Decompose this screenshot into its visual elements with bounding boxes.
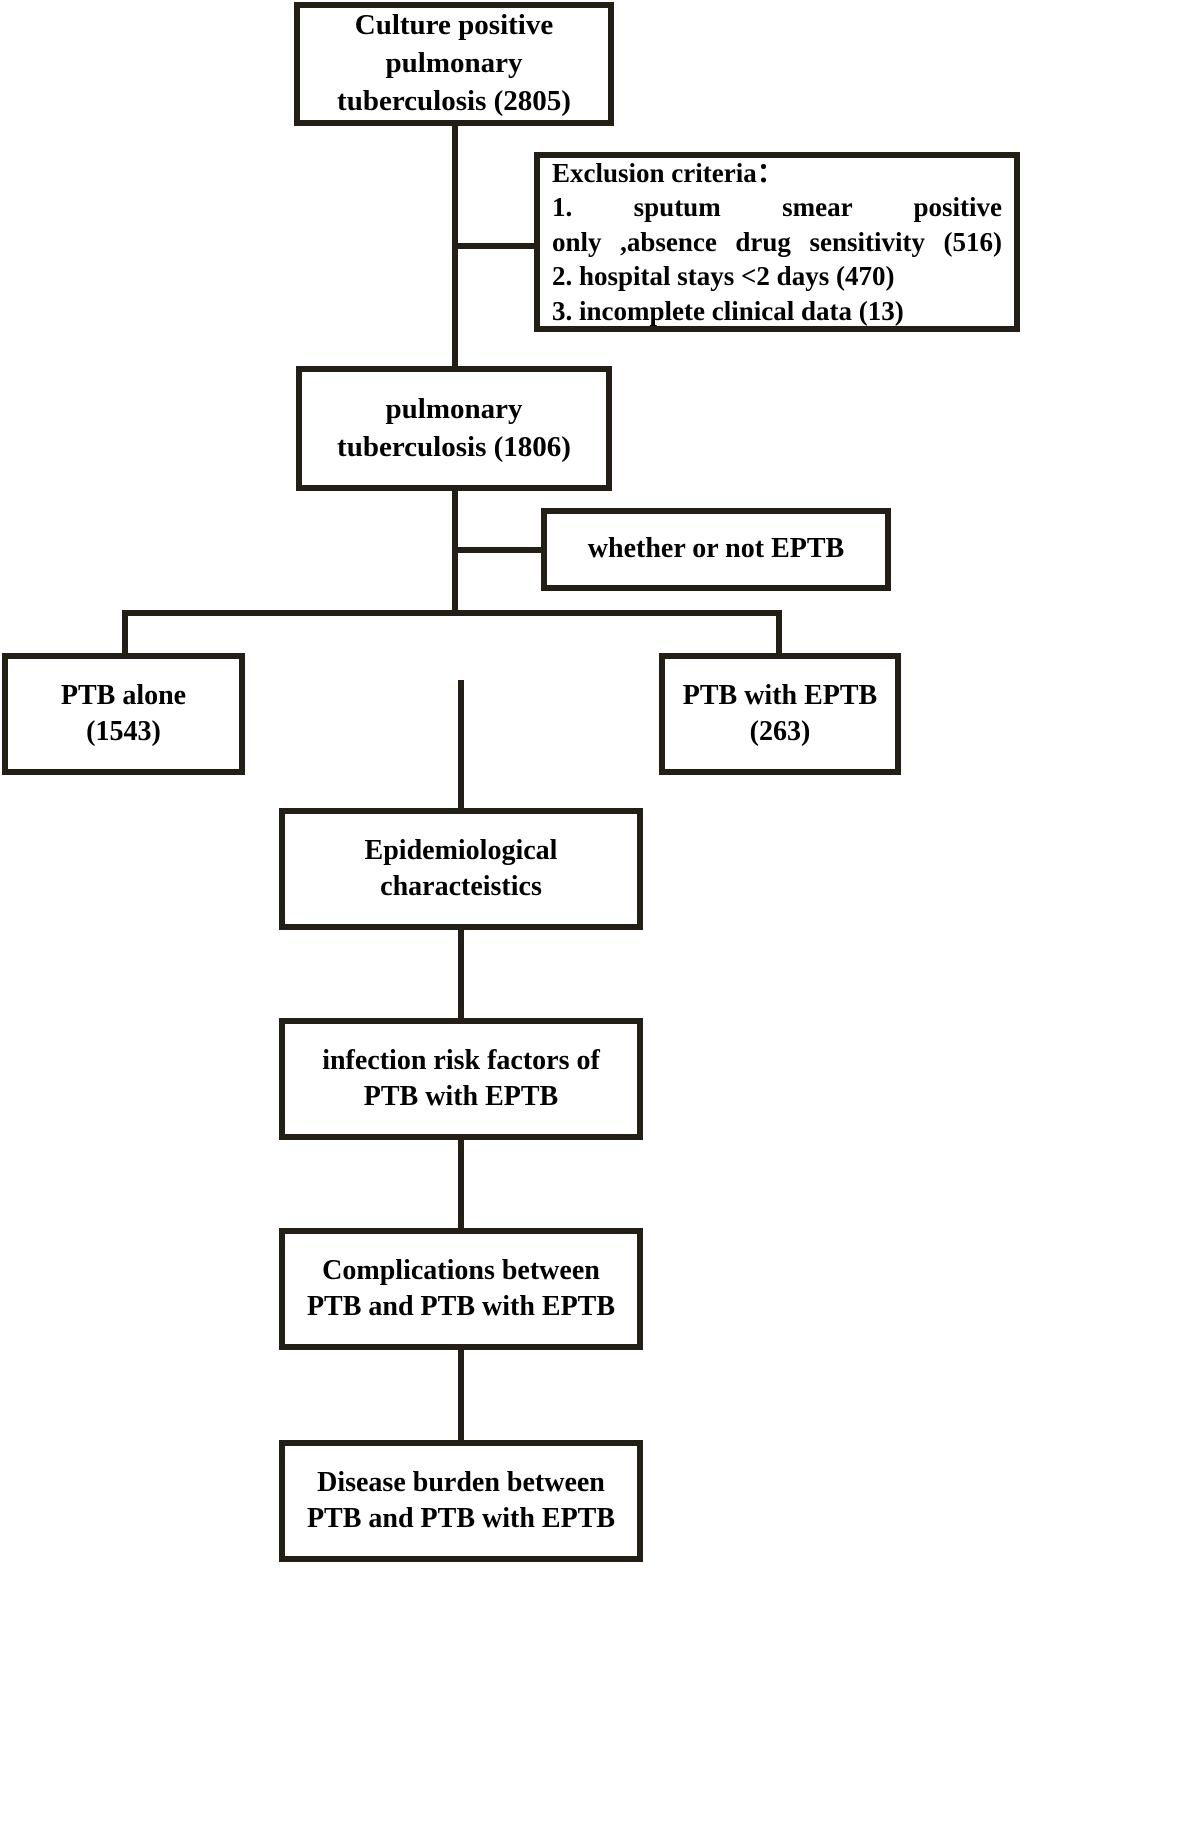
disease-burden-box: Disease burden between PTB and PTB with … (279, 1440, 643, 1562)
exclusion-criteria-line-2: only ,absence drug sensitivity (516) (552, 226, 1002, 257)
connector-branch-to-ptb-alone (122, 610, 128, 656)
connector-branch-to-ptb-with-eptb (776, 610, 782, 656)
complications-line-1: Complications between (322, 1254, 600, 1286)
culture-positive-box: Culture positive pulmonary tuberculosis … (294, 2, 614, 126)
exclusion-criteria-heading: Exclusion criteria： (552, 157, 784, 188)
exclusion-criteria-box: Exclusion criteria： 1. sputum smear posi… (534, 152, 1020, 332)
culture-positive-line-2: pulmonary (385, 47, 523, 80)
disease-burden-line-1: Disease burden between (317, 1466, 605, 1498)
complications-line-2: PTB and PTB with EPTB (306, 1291, 616, 1322)
disease-burden-line-2: PTB and PTB with EPTB (306, 1503, 616, 1534)
connector-epidemiological-to-risk-factors (458, 928, 464, 1020)
connector-to-whether-eptb (452, 547, 544, 553)
ptb-alone-box: PTB alone (1543) (2, 653, 245, 775)
epidemiological-characteistics-box: Epidemiological characteistics (279, 808, 643, 930)
pulmonary-tuberculosis-line-2: tuberculosis (1806) (337, 430, 571, 463)
whether-or-not-eptb-box: whether or not EPTB (541, 508, 891, 591)
exclusion-criteria-line-1: 1. sputum smear positive (552, 192, 1002, 223)
ptb-with-eptb-line-2: (263) (749, 716, 811, 747)
ptb-alone-line-2: (1543) (86, 716, 161, 747)
infection-risk-factors-box: infection risk factors of PTB with EPTB (279, 1018, 643, 1140)
connector-complications-to-disease-burden (458, 1348, 464, 1442)
connector-branch-horizontal (122, 610, 782, 616)
epidemiological-line-1: Epidemiological (364, 834, 558, 866)
ptb-alone-line-1: PTB alone (60, 679, 187, 711)
connector-branch-to-epidemiological (458, 680, 464, 810)
whether-or-not-eptb-label: whether or not EPTB (587, 533, 845, 565)
complications-box: Complications between PTB and PTB with E… (279, 1228, 643, 1350)
pulmonary-tuberculosis-box: pulmonary tuberculosis (1806) (296, 366, 612, 491)
connector-risk-factors-to-complications (458, 1138, 464, 1230)
ptb-with-eptb-box: PTB with EPTB (263) (659, 653, 901, 775)
exclusion-criteria-line-4: 3. incomplete clinical data (13) (552, 295, 904, 326)
connector-to-exclusion-criteria (452, 243, 540, 249)
culture-positive-line-1: Culture positive (354, 9, 554, 42)
ptb-with-eptb-line-1: PTB with EPTB (682, 679, 878, 711)
risk-factors-line-2: PTB with EPTB (363, 1081, 559, 1112)
pulmonary-tuberculosis-line-1: pulmonary (385, 392, 523, 425)
epidemiological-line-2: characteistics (380, 871, 542, 902)
culture-positive-line-3: tuberculosis (2805) (337, 84, 571, 117)
exclusion-criteria-line-3: 2. hospital stays <2 days (470) (552, 261, 895, 292)
risk-factors-line-1: infection risk factors of (322, 1044, 600, 1076)
